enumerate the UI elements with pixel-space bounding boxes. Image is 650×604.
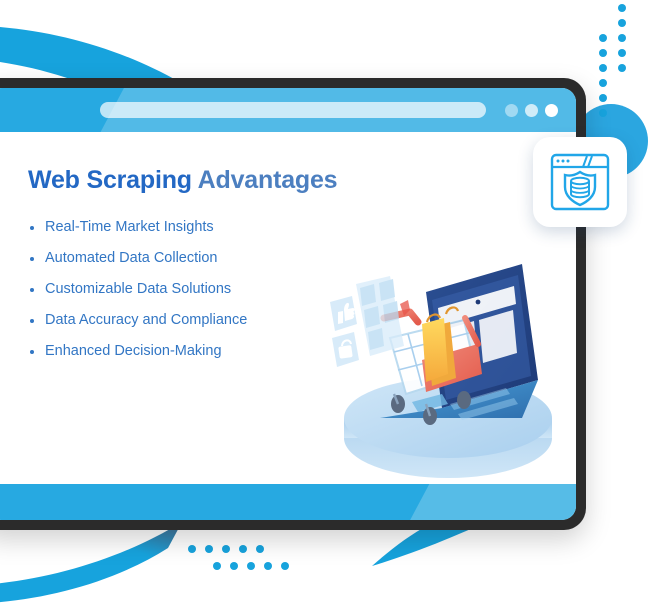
advantage-list: Real-Time Market Insights Automated Data… (28, 219, 576, 359)
security-badge[interactable] (533, 137, 627, 227)
browser-window: Web Scraping Advantages Real-Time Market… (0, 88, 576, 520)
laptop-frame: Web Scraping Advantages Real-Time Market… (0, 78, 586, 530)
thumbs-up-icon (330, 296, 357, 331)
laptop-base-bar (0, 484, 576, 520)
lock-icon (332, 332, 359, 367)
browser-chrome-bar (0, 88, 576, 132)
list-item: Customizable Data Solutions (28, 281, 576, 297)
window-dot-1[interactable] (505, 103, 518, 117)
illustration-grid-panel (356, 276, 410, 356)
list-item: Data Accuracy and Compliance (28, 312, 576, 328)
bottom-left-arc (0, 522, 182, 603)
page-title-primary: Web Scraping (28, 166, 192, 194)
window-dot-2[interactable] (525, 103, 538, 117)
browser-shield-database-icon (550, 153, 610, 211)
page-title-secondary: Advantages (191, 166, 338, 194)
page-content: Web Scraping Advantages Real-Time Market… (0, 132, 576, 480)
ecommerce-scraping-illustration (330, 264, 552, 478)
base-sheen (392, 484, 576, 520)
page-title: Web Scraping Advantages (28, 166, 576, 195)
list-item: Enhanced Decision-Making (28, 343, 576, 359)
address-bar[interactable] (100, 102, 486, 118)
window-dot-3[interactable] (545, 103, 558, 117)
list-item: Automated Data Collection (28, 250, 576, 266)
illustration-shopping-bags (422, 306, 460, 386)
list-item: Real-Time Market Insights (28, 219, 576, 235)
